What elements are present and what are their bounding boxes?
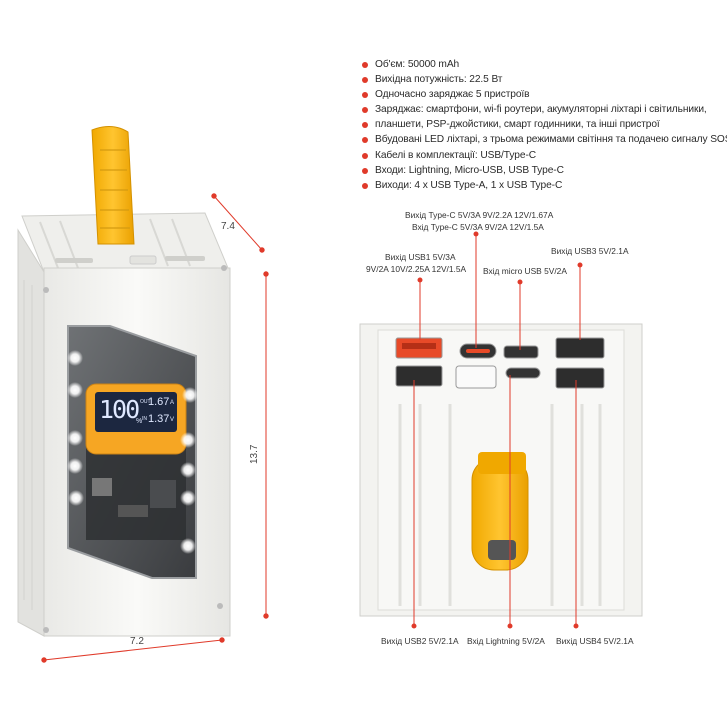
label-usb1-line1: Вихід USB1 5V/3A [385,252,456,262]
spec-item: планшети, PSP-джойстики, смарт годинники… [362,117,724,132]
powerbank-ports-view [359,231,643,629]
out-value: 1.67 [148,396,170,408]
dimension-width: 7.2 [130,636,144,647]
label-usb4: Вихід USB4 5V/2.1A [556,636,634,646]
dimension-depth: 7.4 [221,221,235,232]
powerbank-side-view [17,126,269,663]
in-unit: V [170,417,175,423]
in-label: IN [142,416,147,422]
spec-item: Кабелі в комплектації: USB/Type-C [362,148,724,163]
out-label: OUT [140,399,151,405]
spec-item: Виходи: 4 x USB Type-A, 1 x USB Type-C [362,178,724,193]
label-micro-in: Вхід micro USB 5V/2A [483,266,567,276]
spec-item: Вихідна потужність: 22.5 Вт [362,72,724,87]
spec-item: Одночасно заряджає 5 пристроїв [362,87,724,102]
label-typec-in: Вхід Type-C 5V/3A 9V/2A 12V/1.5A [412,222,544,232]
spec-item: Об'єм: 50000 mAh [362,57,724,72]
label-typec-out: Вихід Type-C 5V/3A 9V/2.2A 12V/1.67A [405,210,554,220]
spec-item: Входи: Lightning, Micro-USB, USB Type-C [362,163,724,178]
spec-item: Заряджає: смартфони, wi-fi роутери, акум… [362,102,724,117]
label-lightning-in: Вхід Lightning 5V/2A [467,636,545,646]
dimension-height: 13.7 [249,444,260,464]
label-usb2: Вихід USB2 5V/2.1A [381,636,459,646]
in-value: 1.37 [148,413,170,425]
spec-item: Вбудовані LED ліхтарі, з трьома режимами… [362,132,727,147]
label-usb3: Вихід USB3 5V/2.1A [551,246,629,256]
percent-sign: % [136,418,143,425]
spec-list: Об'єм: 50000 mAh Вихідна потужність: 22.… [362,57,727,193]
lcd-display: 100 % OUT 1.67 A IN 1.37 V [96,393,176,431]
out-unit: A [170,400,175,406]
battery-percent: 100 [99,395,140,424]
label-usb1-line2: 9V/2A 10V/2.25A 12V/1.5A [366,264,467,274]
